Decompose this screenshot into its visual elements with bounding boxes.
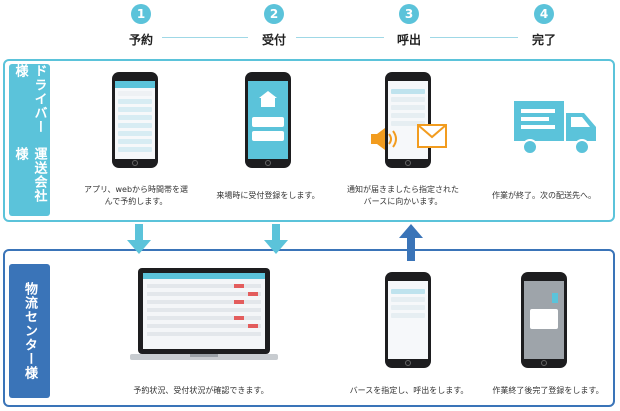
phone-screen xyxy=(388,281,428,359)
arrow-up-icon xyxy=(399,224,423,261)
center-caption-1: 予約状況、受付状況が確認できます。 xyxy=(133,386,269,395)
driver-caption-2: 来場時に受付登録をします。 xyxy=(216,191,320,200)
phone-complete xyxy=(521,272,567,368)
phone-screen xyxy=(248,81,288,159)
arrow-down-icon xyxy=(127,224,151,254)
step-4: 4 完了 xyxy=(504,4,584,48)
step-connector xyxy=(430,37,518,38)
step-connector xyxy=(162,37,248,38)
step-2: 2 受付 xyxy=(234,4,314,48)
step-3: 3 呼出 xyxy=(369,4,449,48)
step-label: 完了 xyxy=(531,33,556,47)
speaker-icon xyxy=(371,128,397,150)
step-label: 受付 xyxy=(261,33,286,47)
phone-reception xyxy=(245,72,291,168)
center-panel xyxy=(3,249,615,407)
phone-screen xyxy=(115,81,155,159)
center-caption-2: バースを指定し、呼出をします。 xyxy=(349,386,469,395)
driver-label: ドライバー様 運送会社様 xyxy=(9,64,50,216)
mail-icon xyxy=(417,124,447,148)
driver-label-line1: ドライバー様 xyxy=(12,64,47,134)
center-caption-3: 作業終了後完了登録をします。 xyxy=(492,386,604,395)
step-label: 呼出 xyxy=(396,33,421,47)
step-number: 1 xyxy=(131,4,151,24)
phone-screen xyxy=(524,281,564,359)
step-label: 予約 xyxy=(128,33,153,47)
phone-call xyxy=(385,272,431,368)
step-1: 1 予約 xyxy=(101,4,181,48)
step-number: 4 xyxy=(534,4,554,24)
driver-label-line2: 運送会社様 xyxy=(12,146,47,203)
driver-caption-4: 作業が終了。次の配送先へ。 xyxy=(492,191,596,200)
phone-notification xyxy=(385,72,431,168)
center-label: 物流センター様 xyxy=(9,264,50,398)
step-number: 3 xyxy=(399,4,419,24)
building-icon xyxy=(252,91,284,141)
step-connector xyxy=(296,37,384,38)
driver-panel xyxy=(3,59,615,222)
phone-reservation xyxy=(112,72,158,168)
truck-icon xyxy=(514,101,596,155)
laptop-icon xyxy=(130,268,278,360)
arrow-down-icon xyxy=(264,224,288,254)
driver-caption-1: アプリ、webから時間帯を選んで予約します。 xyxy=(83,185,189,206)
driver-caption-3: 通知が届きましたら指定されたバースに向かいます。 xyxy=(347,185,459,206)
step-number: 2 xyxy=(264,4,284,24)
